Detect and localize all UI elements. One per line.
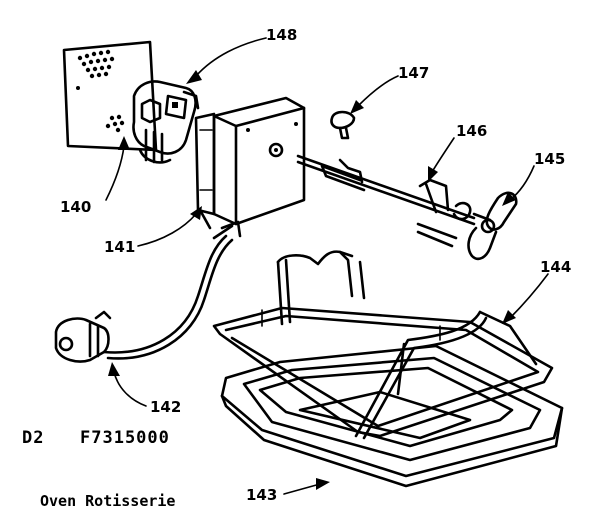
callout-140: 140 [60,198,92,216]
callout-142: 142 [150,398,182,416]
part-146-spit-rod [296,154,476,248]
part-145-handle [467,191,518,261]
callout-141: 141 [104,238,136,256]
part-143-drip-pan [220,344,564,488]
part-141-motor [194,96,306,230]
callout-147: 147 [398,64,430,82]
diagram-code: D2 [22,428,45,448]
callout-145: 145 [534,150,566,168]
callout-144: 144 [540,258,572,276]
part-142-cord [54,220,242,363]
callout-148: 148 [266,26,298,44]
diagram-title: Oven Rotisserie [40,492,176,510]
part-140-mounting-plate [62,40,158,152]
callout-143: 143 [246,486,278,504]
part-148-receptacle [132,80,200,164]
callout-146: 146 [456,122,488,140]
part-147-screw [330,110,356,140]
part-144-wire-rack [212,250,554,440]
model-number: F7315000 [80,428,170,448]
leader-lines [105,37,549,495]
